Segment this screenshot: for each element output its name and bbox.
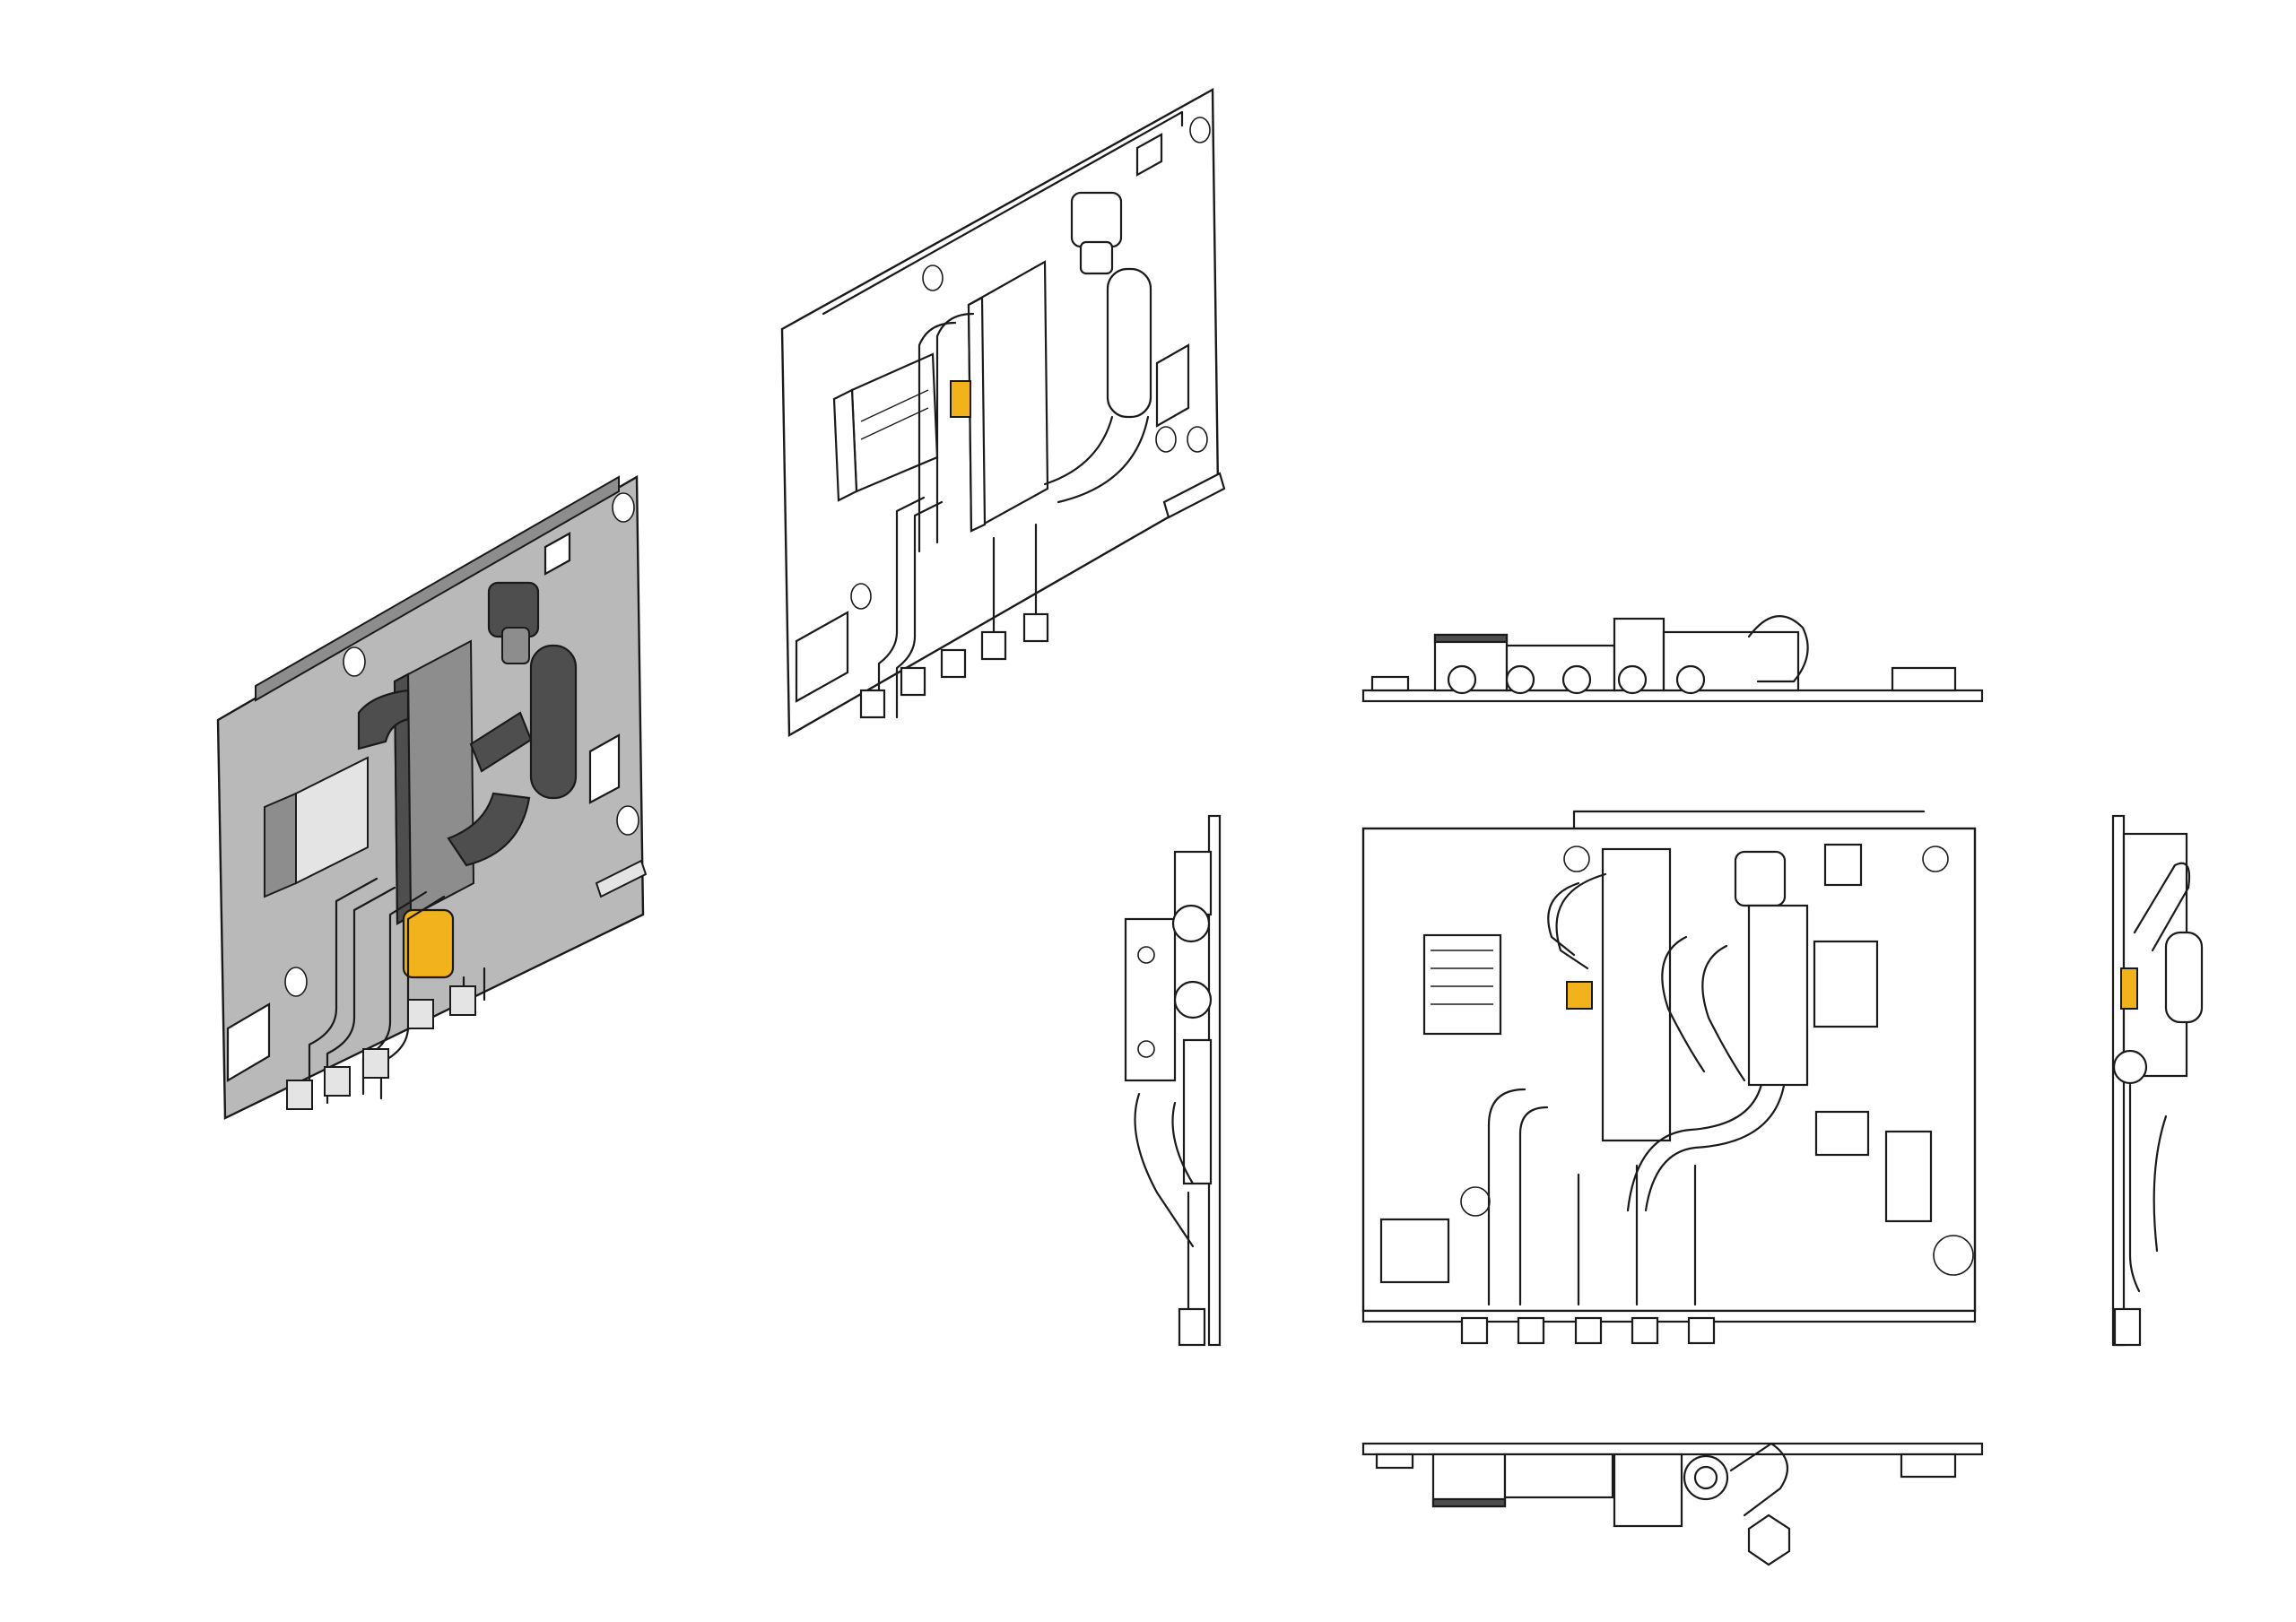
iso-shaded-controller <box>264 756 369 898</box>
view-front <box>1361 810 1977 1345</box>
bottom-pump <box>1683 1454 1729 1501</box>
iso-shaded-bracket <box>595 859 648 898</box>
view-right <box>2111 814 2204 1347</box>
iso-line-mount-holes <box>850 117 1211 610</box>
iso-line-fittings <box>859 523 1049 719</box>
iso-shaded-insulated-pipes <box>357 644 578 867</box>
iso-shaded-valve <box>402 908 455 979</box>
view-bottom <box>1361 1442 1984 1566</box>
front-bracket <box>1814 1110 1870 1157</box>
iso-shaded-top-rail <box>255 475 620 702</box>
iso-shaded-mount-holes <box>284 492 639 997</box>
view-top <box>1361 615 1984 703</box>
front-controller <box>1422 933 1502 1036</box>
front-mount-holes <box>1460 846 1974 1276</box>
iso-line-yellow-valve <box>950 380 971 418</box>
iso-shaded-labels <box>226 532 621 1082</box>
iso-shaded-yellow-valve <box>402 908 455 979</box>
front-labels <box>1379 843 1933 1284</box>
front-pump <box>1734 850 1809 1087</box>
front-yellow-valve <box>1566 981 1593 1010</box>
view-left <box>1124 814 1222 1347</box>
top-fittings <box>1447 664 1706 695</box>
iso-shaded-heat-exchanger <box>393 639 475 925</box>
front-heat-exchanger <box>1601 847 1672 1142</box>
view-iso-line <box>780 87 1226 738</box>
front-pipes <box>1487 872 1787 1306</box>
iso-line-top-rail <box>822 110 1184 316</box>
iso-line-heat-exchanger <box>967 260 1049 533</box>
front-fittings <box>1460 1316 1716 1345</box>
iso-line-bracket <box>1162 472 1226 519</box>
view-iso-shaded <box>216 474 648 1120</box>
iso-line-labels <box>795 133 1190 703</box>
bottom-base-plate <box>1361 1442 1984 1456</box>
iso-line-pump <box>1070 191 1123 275</box>
iso-line-pipes <box>877 267 1152 719</box>
bottom-controller <box>1431 1453 1507 1508</box>
right-yellow-valve <box>2120 967 2138 1010</box>
iso-shaded-fittings <box>286 985 476 1110</box>
iso-shaded-pump <box>487 581 540 664</box>
